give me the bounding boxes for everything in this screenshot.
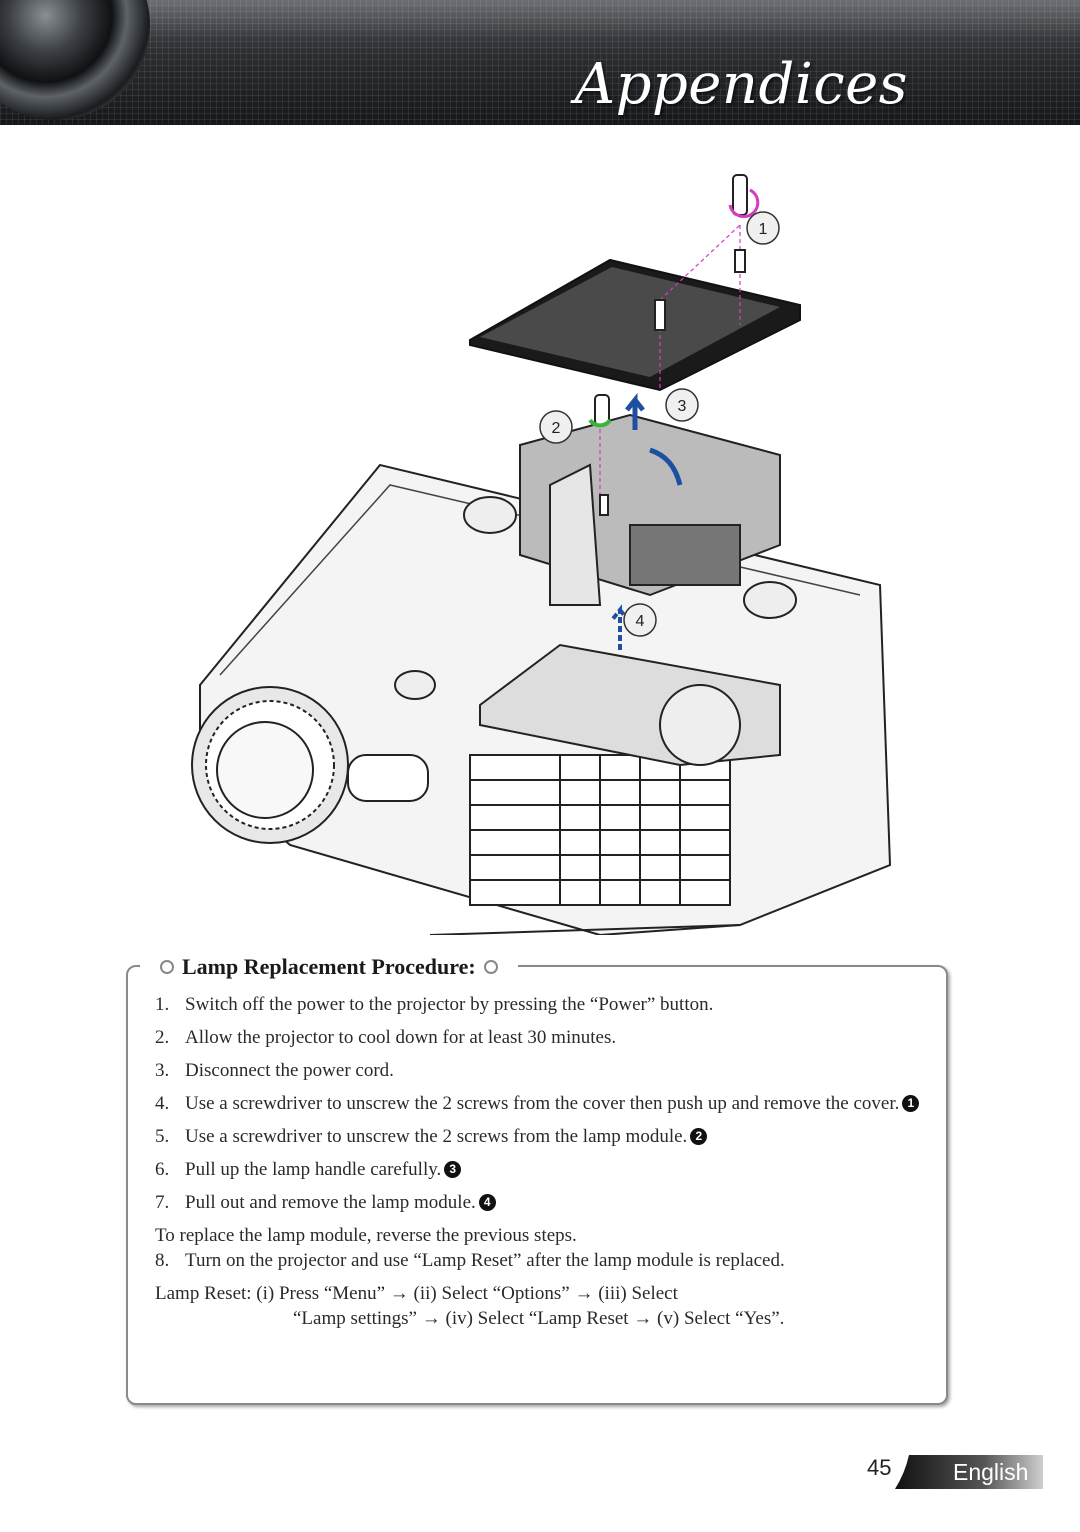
step-marker-icon: 4 — [478, 1194, 496, 1211]
svg-text:2: 2 — [552, 420, 561, 437]
procedure-header: Lamp Replacement Procedure: — [140, 950, 518, 984]
step-text-body: Pull up the lamp handle carefully. — [185, 1159, 442, 1180]
step-text: Switch off the power to the projector by… — [185, 994, 714, 1015]
focus-knobs — [394, 496, 797, 700]
step-item: 8. Turn on the projector and use “Lamp R… — [130, 1248, 920, 1273]
header-texture — [0, 0, 1080, 125]
step-text: Allow the projector to cool down for at … — [185, 1027, 617, 1048]
header-highlight — [0, 0, 1080, 40]
language-tab — [895, 1455, 1043, 1489]
step-number: 6. — [155, 1159, 170, 1180]
reverse-note: To replace the lamp module, reverse the … — [155, 1225, 577, 1246]
language-label: English — [953, 1459, 1029, 1485]
step-number: 7. — [155, 1192, 170, 1213]
step-number: 8. — [155, 1250, 170, 1271]
svg-text:1: 1 — [759, 221, 768, 238]
svg-text:3: 3 — [678, 398, 687, 415]
step-item: 4. Use a screwdriver to unscrew the 2 sc… — [130, 1091, 920, 1116]
step-item: 5. Use a screwdriver to unscrew the 2 sc… — [130, 1124, 920, 1149]
projector-lens — [191, 686, 349, 844]
step-text: Disconnect the power cord. — [185, 1060, 394, 1081]
curve-arrow-icon — [649, 447, 683, 486]
procedure-steps: 1. Switch off the power to the projector… — [130, 992, 920, 1331]
step-marker-icon: 3 — [444, 1161, 462, 1178]
step-text: Pull out and remove the lamp module.4 — [181, 1190, 920, 1215]
page-header: Appendices — [0, 0, 1080, 125]
step-text-body: Use a screwdriver to unscrew the 2 screw… — [185, 1126, 688, 1147]
callout-2: 2 — [539, 410, 573, 444]
circle-bullet-icon — [160, 960, 174, 974]
ir-window — [347, 754, 429, 802]
step-text: Turn on the projector and use “Lamp Rese… — [185, 1250, 785, 1271]
rotate-arrow-icon — [588, 418, 612, 428]
step-text: Use a screwdriver to unscrew the 2 screw… — [181, 1124, 920, 1149]
step-number: 1. — [155, 994, 170, 1015]
callout-3: 3 — [665, 388, 699, 422]
step-marker-icon: 1 — [902, 1095, 920, 1112]
screws — [599, 249, 746, 516]
lamp-cover — [469, 258, 801, 392]
callout-1: 1 — [746, 211, 780, 245]
page-number: 45 — [867, 1455, 892, 1480]
step-item: 2. Allow the projector to cool down for … — [130, 1025, 920, 1050]
procedure-box — [126, 965, 948, 1405]
step-item: 3. Disconnect the power cord. — [130, 1058, 920, 1083]
step-number: 4. — [155, 1093, 170, 1114]
page-title: Appendices — [574, 52, 908, 117]
step-text: Use a screwdriver to unscrew the 2 screw… — [181, 1091, 920, 1116]
step-item: 6. Pull up the lamp handle carefully.3 — [130, 1157, 920, 1182]
vent-grille — [469, 754, 731, 906]
svg-text:4: 4 — [636, 613, 645, 630]
step-text-body: Pull out and remove the lamp module. — [185, 1192, 476, 1213]
up-arrow-icon — [625, 392, 645, 430]
step-item: 1. Switch off the power to the projector… — [130, 992, 920, 1017]
fan — [659, 684, 741, 766]
rotate-arrow-icon — [728, 188, 760, 218]
procedure-title: Lamp Replacement Procedure: — [182, 954, 476, 979]
step-number: 3. — [155, 1060, 170, 1081]
lamp-reset-line-1: Lamp Reset: (i) Press “Menu” → (ii) Sele… — [155, 1283, 678, 1304]
lamp-replacement-diagram: 1 2 3 4 — [191, 174, 892, 935]
lamp-reset-line-2: “Lamp settings” → (iv) Select “Lamp Rese… — [293, 1308, 785, 1329]
step-number: 2. — [155, 1027, 170, 1048]
lamp-module — [519, 413, 781, 606]
callout-4: 4 — [623, 603, 657, 637]
step-number: 5. — [155, 1126, 170, 1147]
circle-bullet-icon — [483, 960, 498, 974]
step-item: 7. Pull out and remove the lamp module.4 — [130, 1190, 920, 1215]
screwdrivers — [594, 174, 748, 426]
step-text-body: Use a screwdriver to unscrew the 2 screw… — [185, 1093, 900, 1114]
step-text: Pull up the lamp handle carefully.3 — [181, 1157, 920, 1182]
step-marker-icon: 2 — [690, 1128, 708, 1145]
